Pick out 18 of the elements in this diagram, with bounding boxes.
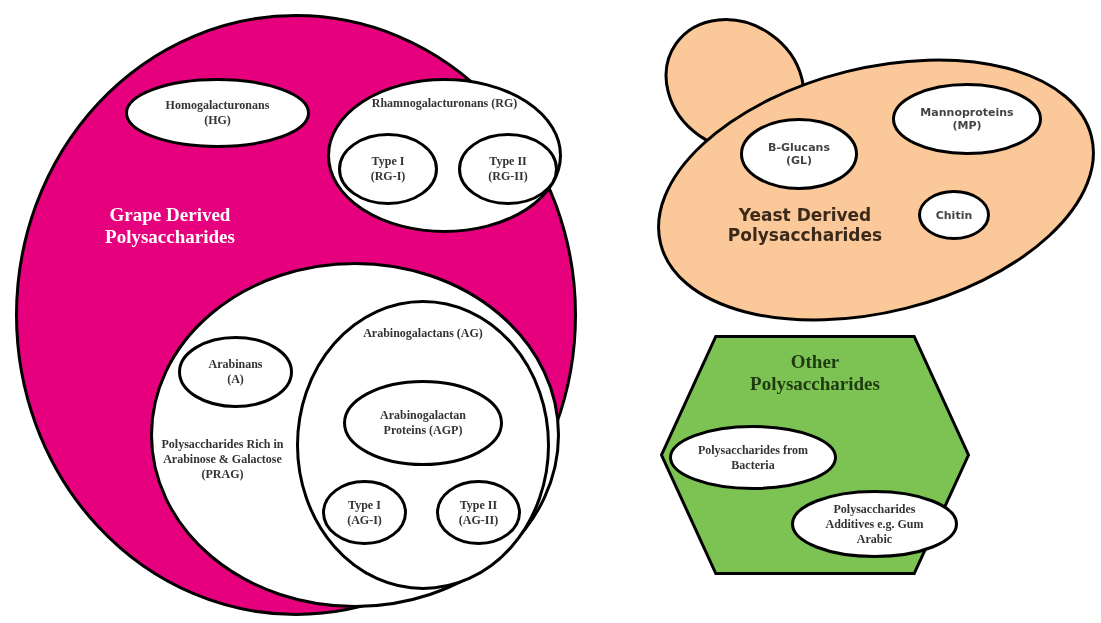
node-label: Type I (AG-I): [346, 497, 383, 528]
group-heading: Other Polysaccharides: [749, 351, 881, 395]
node-label: Type II (AG-II): [457, 497, 500, 528]
node-label: Arabinans (A): [207, 357, 264, 387]
node-label: Type I (RG-I): [369, 154, 407, 184]
node-label: Chitin: [934, 208, 974, 222]
node-label: Rhamnogalacturonans (RG): [370, 96, 519, 111]
node-label: Arabinogalactans (AG): [362, 326, 484, 341]
node-label: Arabinogalactan Proteins (AGP): [379, 408, 467, 438]
node-label: B-Glucans (GL): [767, 141, 831, 167]
node-label: Polysaccharides Rich in Arabinose & Galactose (PRAG): [160, 437, 285, 482]
node-label: Homogalacturonans (HG): [164, 98, 271, 128]
node-label: Mannoproteins (MP): [919, 106, 1015, 132]
group-heading: Yeast Derived Polysaccharides: [726, 205, 884, 245]
group-heading: Grape Derived Polysaccharides: [104, 204, 236, 248]
node-label: Polysaccharides from Bacteria: [696, 442, 810, 473]
node-label: Type II (RG-II): [487, 154, 529, 184]
node-label: Polysaccharides Additives e.g. Gum Arabic: [824, 501, 925, 547]
